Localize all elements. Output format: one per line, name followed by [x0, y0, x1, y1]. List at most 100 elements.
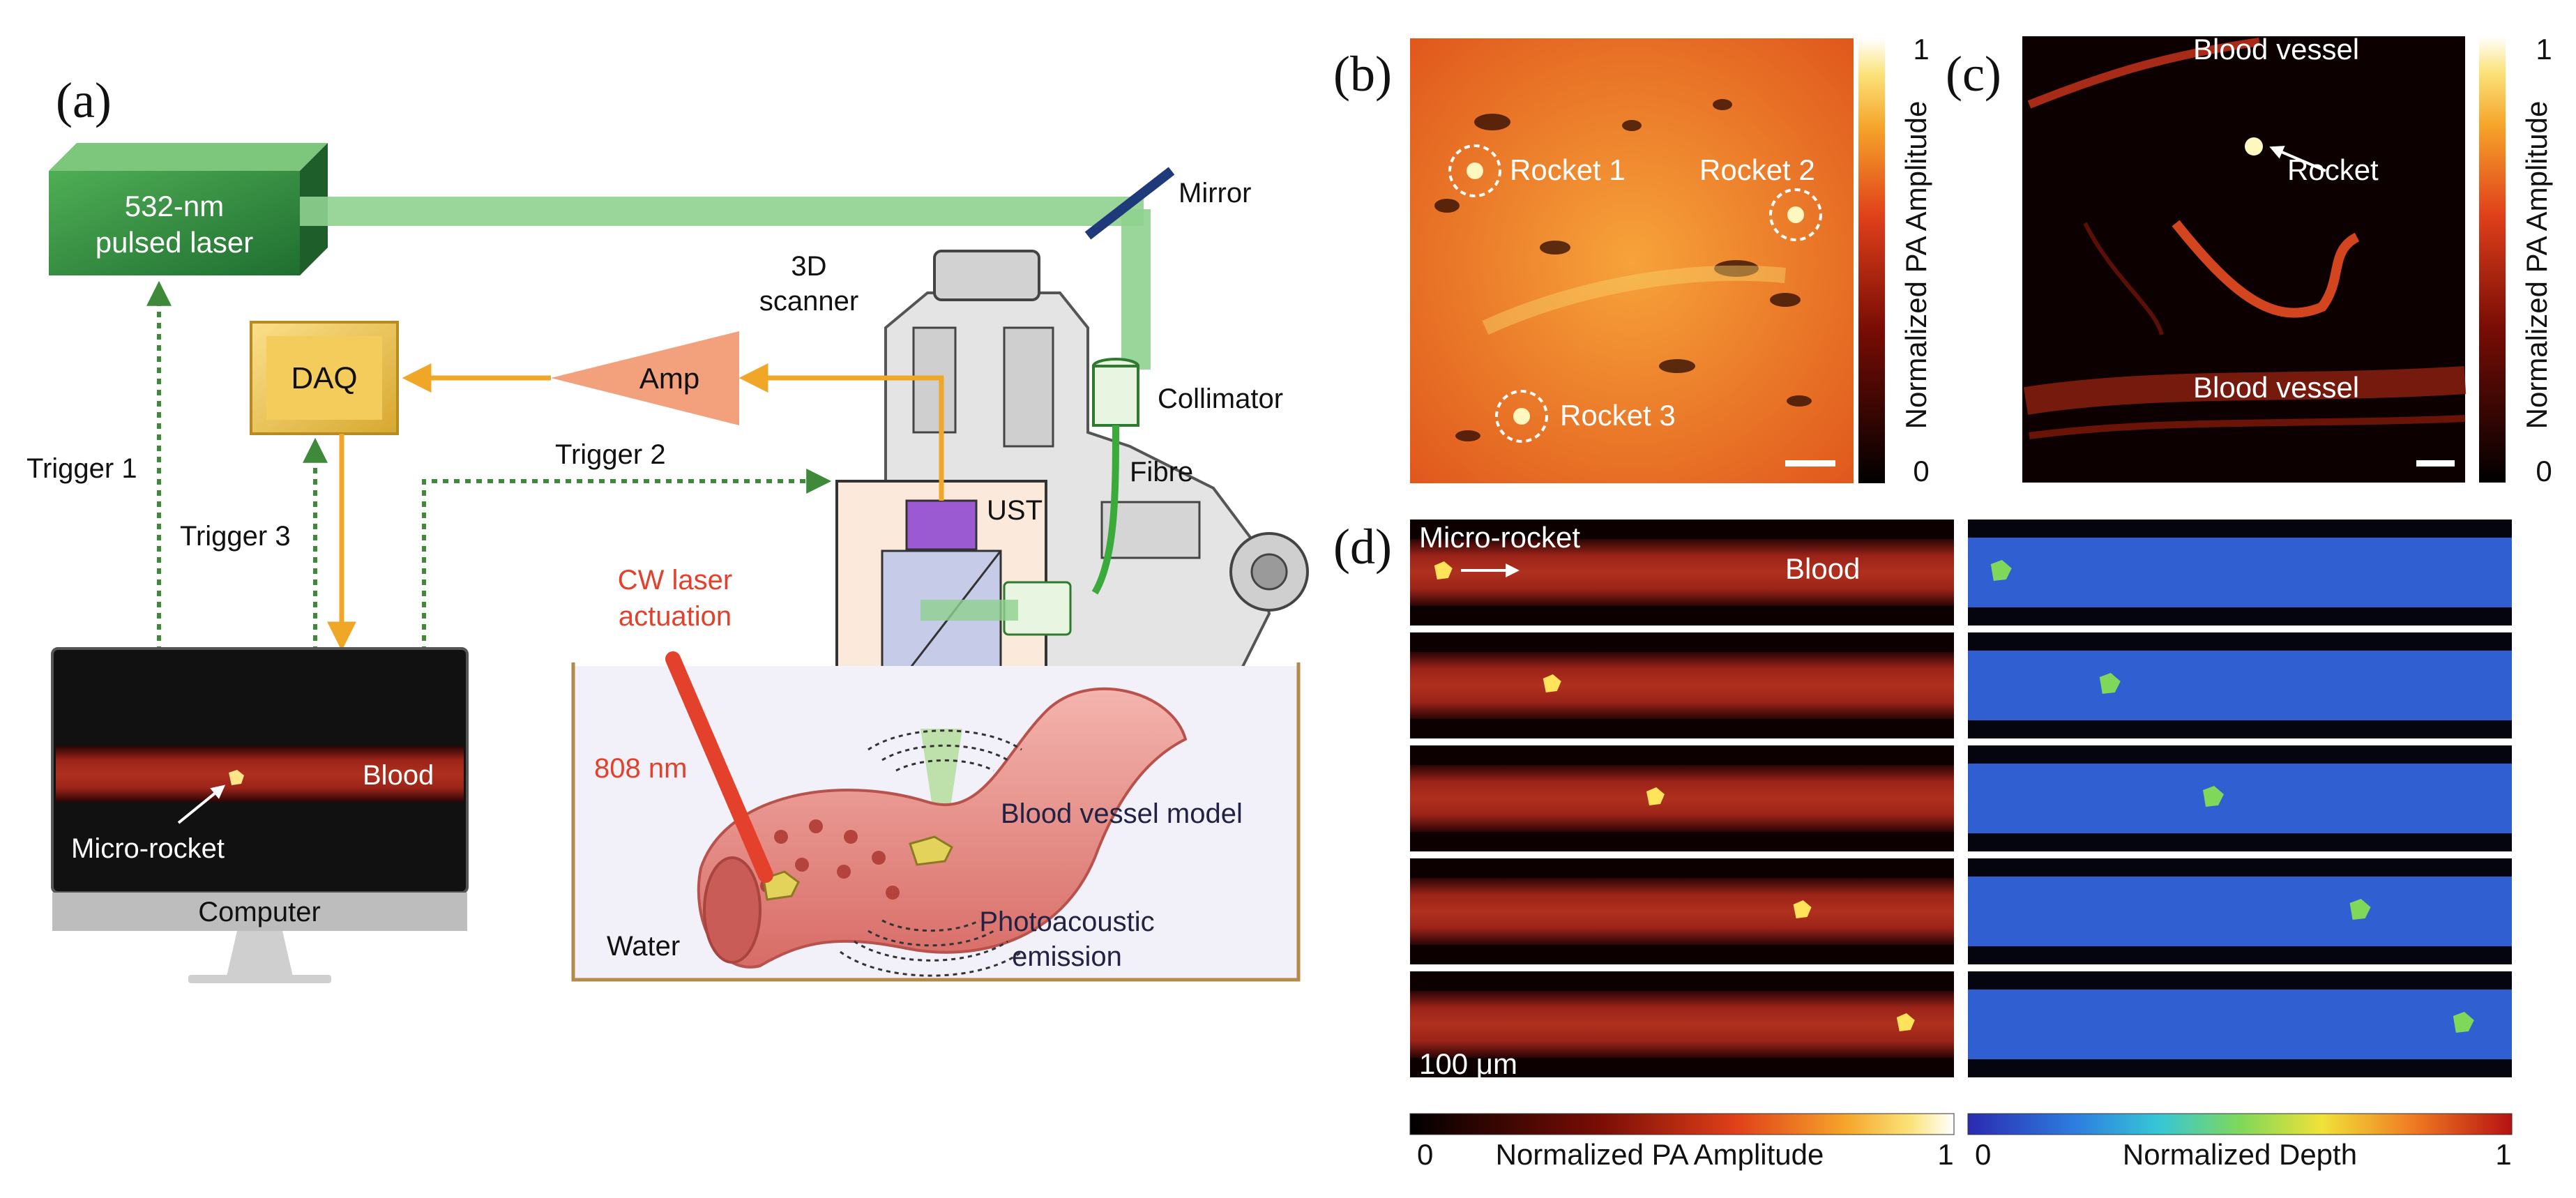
- trigger-arrows: [146, 280, 832, 652]
- signal-arrows: [327, 363, 944, 651]
- panel-b-image: [1410, 38, 1854, 483]
- amp-label: Amp: [639, 362, 699, 395]
- colorbar-c-max: 1: [2536, 33, 2552, 66]
- rocket-3-label: Rocket 3: [1560, 399, 1676, 432]
- mirror: [1084, 167, 1175, 240]
- panel-b-texture: [1434, 99, 1812, 441]
- depth-vessel-strip: [1968, 764, 2512, 833]
- colorbar-d-depth: [1967, 1113, 2513, 1135]
- trigger1-label: Trigger 1: [26, 453, 137, 484]
- panel-d-label: (d): [1333, 519, 1392, 575]
- light-cone: [920, 729, 962, 844]
- colorbar-d-pa-max: 1: [1937, 1138, 1953, 1171]
- collimator-label: Collimator: [1158, 384, 1283, 414]
- depth-rocket-mark: [2453, 1012, 2474, 1033]
- water-label: Water: [607, 931, 680, 962]
- cw-label-line1: CW laser: [618, 565, 732, 596]
- pa-rocket-mark: [1434, 561, 1453, 579]
- fibre-label: Fibre: [1130, 457, 1193, 487]
- computer-label: Computer: [198, 897, 321, 927]
- laser-label-line2: pulsed laser: [96, 226, 253, 259]
- blood-vessel-model: [697, 687, 1188, 969]
- colorbar-b: [1858, 38, 1885, 483]
- colorbar-c: [2479, 36, 2506, 483]
- scale-bar-d-left: [1433, 1088, 1483, 1094]
- rocket-circles: [1448, 144, 1822, 443]
- trigger2-label: Trigger 2: [555, 439, 666, 470]
- depth-vessel-strip: [1968, 538, 2512, 607]
- pulsed-laser-box: 532-nm pulsed laser: [49, 143, 328, 275]
- depth-vessel-strip: [1968, 990, 2512, 1059]
- ust-label: UST: [987, 495, 1043, 526]
- scale-bar-c: [2416, 460, 2455, 467]
- panel-b: (b) Rocket 1 Rocket 2 Rocket 3 0 1 Norma…: [1333, 33, 1932, 487]
- pa-rocket-mark: [1896, 1013, 1915, 1031]
- colorbar-d-pa-title: Normalized PA Amplitude: [1496, 1138, 1824, 1171]
- emission-label-line1: Photoacoustic: [979, 907, 1154, 937]
- rocket-2-label: Rocket 2: [1699, 153, 1815, 186]
- daq-label: DAQ: [291, 361, 357, 395]
- screen-blood-label: Blood: [363, 760, 434, 791]
- rocket-label-c: Rocket: [2287, 153, 2379, 186]
- scale-bar-b: [1785, 460, 1835, 467]
- rocket-1-label: Rocket 1: [1510, 153, 1626, 186]
- pa-rocket-mark: [1793, 900, 1812, 918]
- daq-box: DAQ: [250, 321, 399, 435]
- micro-rocket-label: Micro-rocket: [1419, 521, 1580, 554]
- blood-label-d: Blood: [1785, 552, 1860, 585]
- pa-vessel-strip: [1410, 765, 1954, 832]
- fibre: [1091, 425, 1119, 595]
- cw-laser-beam: [665, 651, 773, 883]
- rocket-blob-c: [2245, 137, 2263, 156]
- colorbar-b-min: 0: [1913, 455, 1929, 487]
- colorbar-d-depth-min: 0: [1975, 1138, 1991, 1171]
- laser-beam: [300, 197, 1151, 370]
- pa-rocket-mark: [1543, 674, 1561, 692]
- pa-vessel-strip: [1410, 652, 1954, 719]
- rocket-blobs: [1467, 162, 1804, 425]
- panel-a: (a) 532-nm pulsed laser Mirror 3D scann: [26, 73, 1309, 983]
- scale-bar-d-right: [1994, 1088, 2036, 1094]
- pa-vessel-strip: [1410, 539, 1954, 606]
- pa-vessel-strip: [1410, 991, 1954, 1058]
- scanner-label-line1: 3D: [791, 251, 826, 282]
- laser-label-line1: 532-nm: [125, 190, 224, 222]
- depth-vessel-strip: [1968, 651, 2512, 720]
- colorbar-c-min: 0: [2536, 455, 2552, 487]
- pa-rocket-mark: [1646, 787, 1665, 805]
- depth-vessel-strip: [1968, 877, 2512, 946]
- colorbar-c-title: Normalized PA Amplitude: [2520, 101, 2553, 430]
- depth-rocket-mark: [2349, 899, 2371, 920]
- computer: Blood Micro-rocket Computer: [51, 647, 469, 983]
- scanner-label-line2: scanner: [759, 286, 858, 317]
- panel-c: (c) Blood vessel Rocket Blood vessel 0 1…: [1946, 33, 2553, 487]
- panel-c-image: [2022, 36, 2465, 483]
- colorbar-b-max: 1: [1913, 33, 1929, 66]
- scale-label-d: 100 μm: [1419, 1047, 1517, 1080]
- colorbar-d-depth-title: Normalized Depth: [2123, 1138, 2357, 1171]
- mirror-label: Mirror: [1179, 178, 1251, 208]
- acoustic-waves: [840, 729, 1022, 977]
- panel-b-label: (b): [1333, 46, 1392, 102]
- panel-d-frames: [1410, 520, 2512, 1077]
- amp-triangle: Amp: [551, 331, 739, 425]
- depth-rocket-mark: [2099, 673, 2121, 694]
- vessel-bottom-label: Blood vessel: [2193, 371, 2359, 404]
- panel-a-label: (a): [56, 73, 112, 128]
- trigger3-label: Trigger 3: [180, 521, 291, 552]
- screen-rocket-label: Micro-rocket: [71, 833, 225, 864]
- vessel-top-label: Blood vessel: [2193, 33, 2359, 66]
- colorbar-d-pa-min: 0: [1417, 1138, 1433, 1171]
- emission-label-line2: emission: [1012, 941, 1122, 972]
- depth-rocket-mark: [1990, 560, 2012, 581]
- colorbar-b-title: Normalized PA Amplitude: [1900, 101, 1932, 430]
- wavelength-label: 808 nm: [594, 753, 687, 784]
- cw-label-line2: actuation: [619, 601, 732, 632]
- vessel-model-label: Blood vessel model: [1001, 798, 1243, 829]
- collimator: [1092, 358, 1139, 427]
- colorbar-d-depth-max: 1: [2495, 1138, 2511, 1171]
- colorbar-d-pa: [1409, 1113, 1955, 1135]
- depth-rocket-mark: [2203, 786, 2224, 807]
- pa-vessel-strip: [1410, 878, 1954, 945]
